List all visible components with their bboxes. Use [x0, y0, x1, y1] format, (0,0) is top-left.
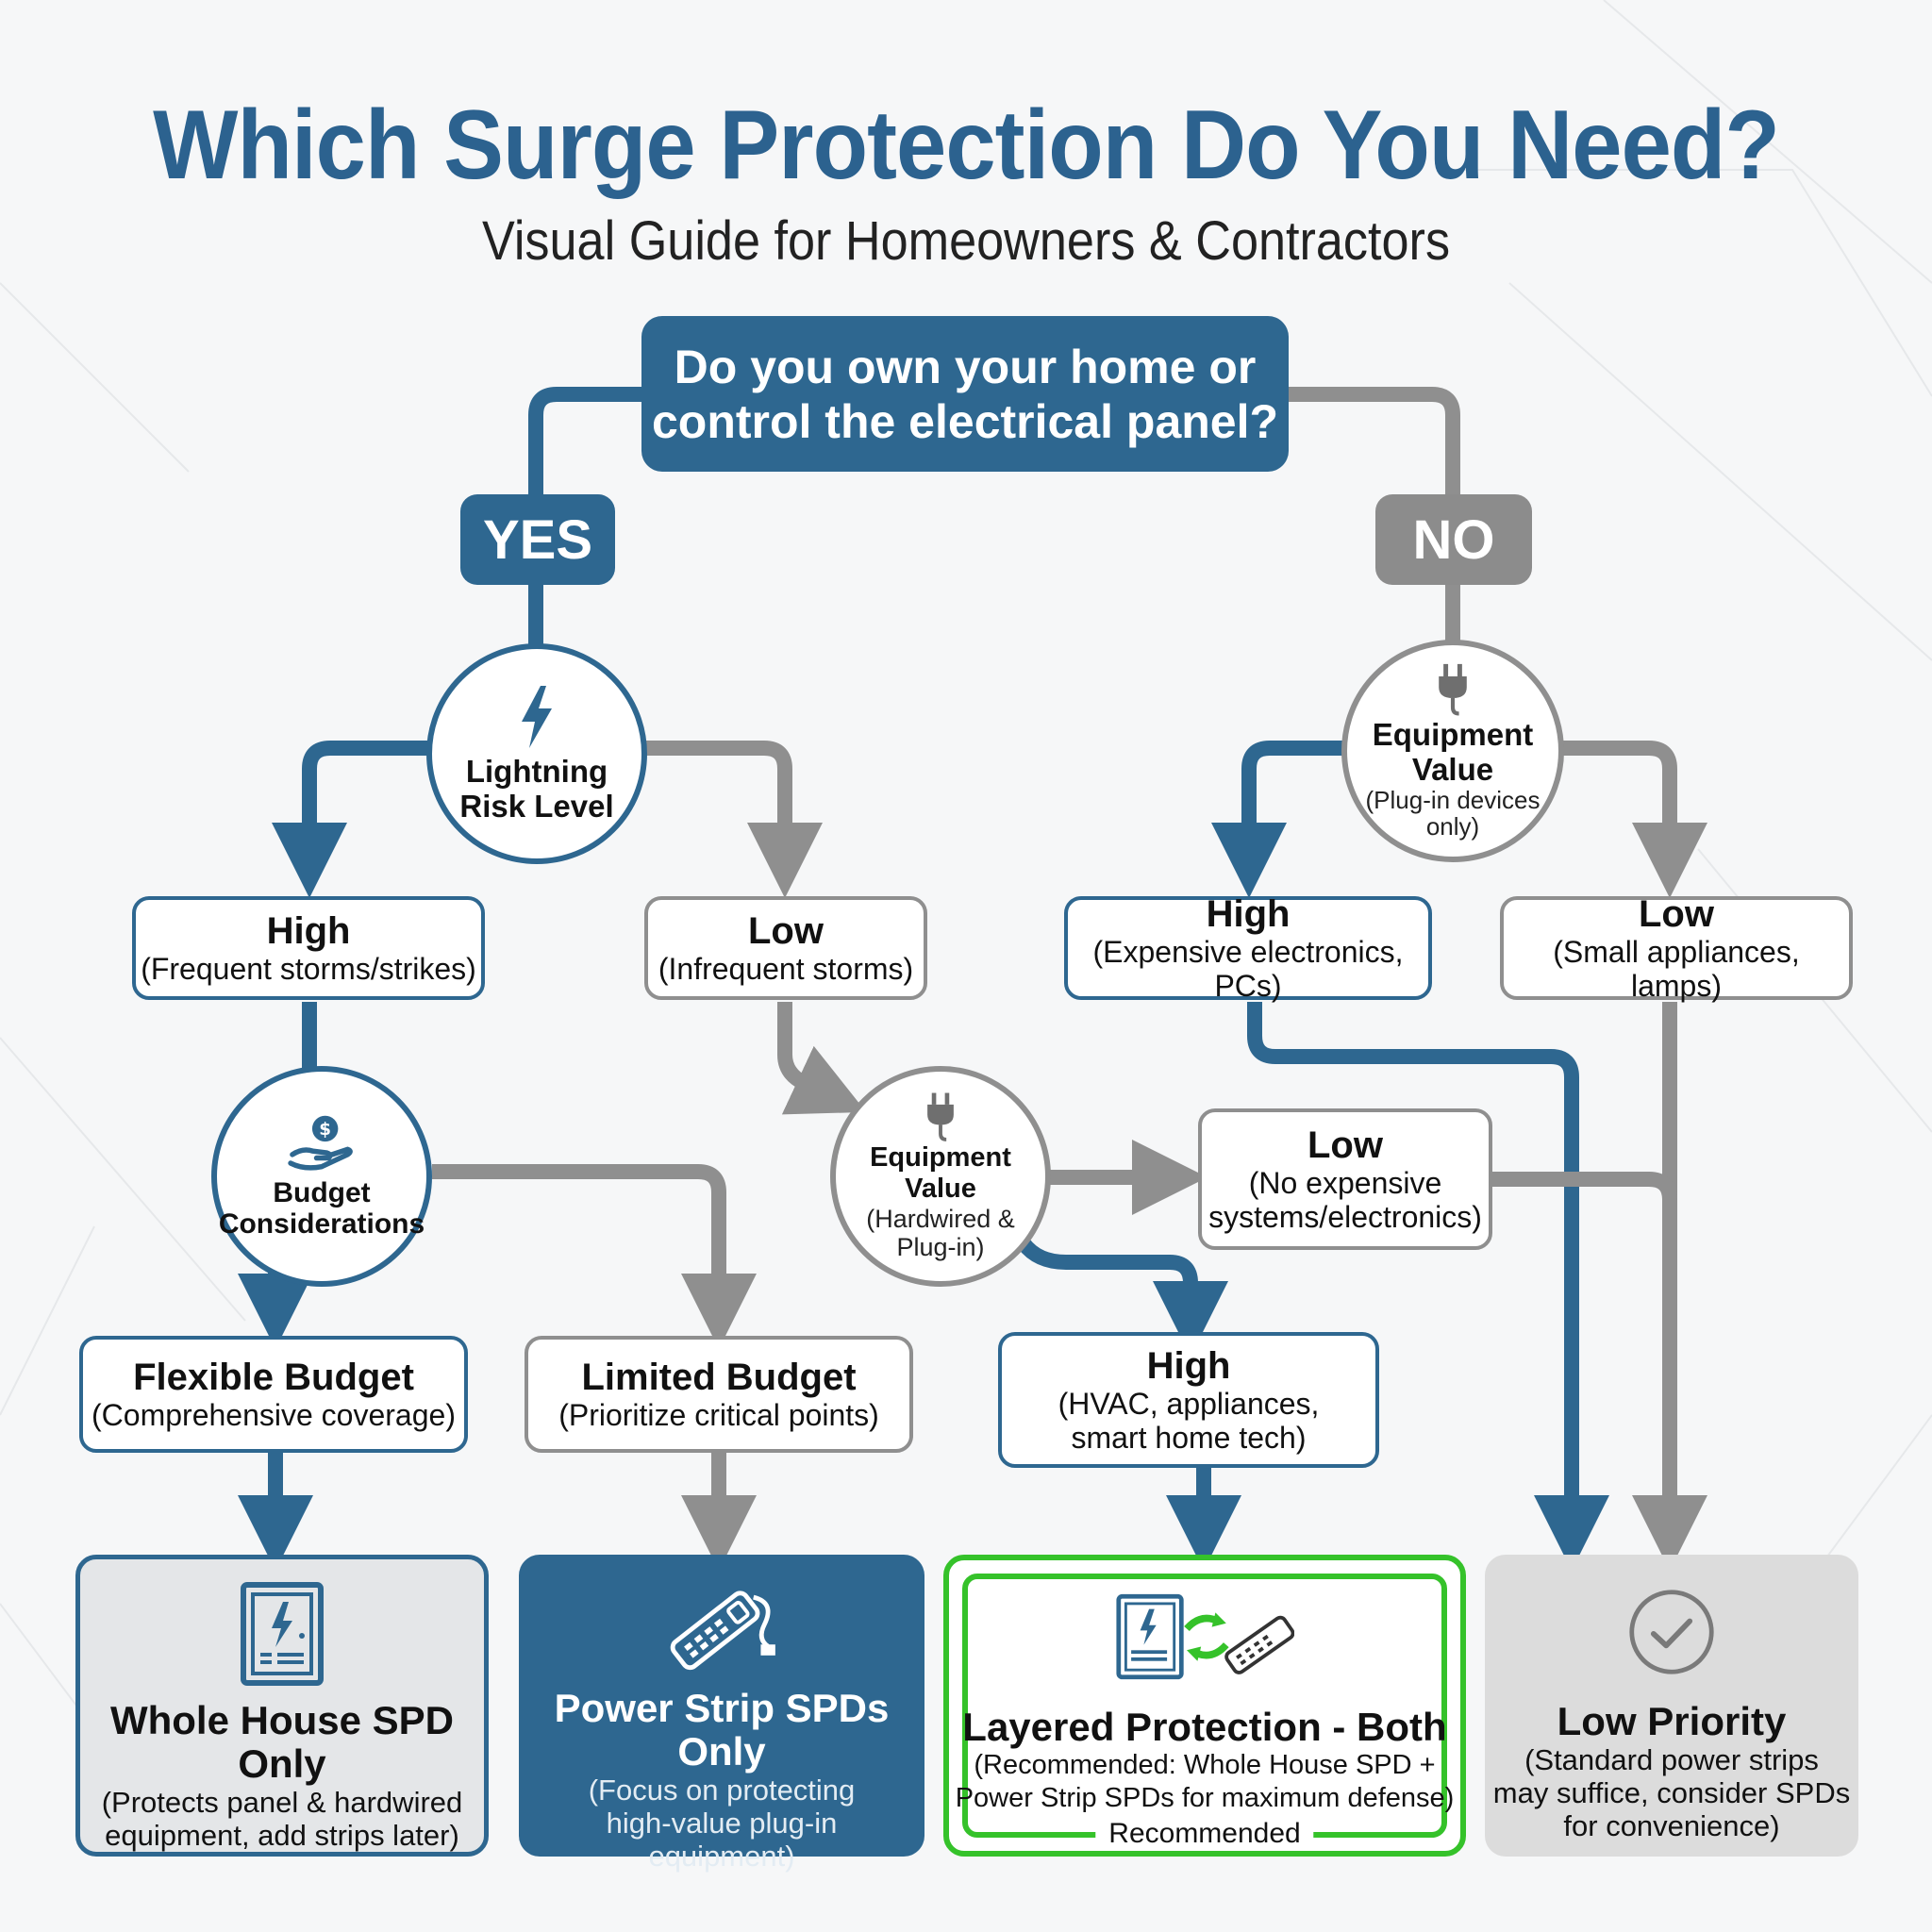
equipment-all-high-heading: High: [1146, 1345, 1231, 1387]
flexible-budget-heading: Flexible Budget: [133, 1357, 414, 1398]
no-label: NO: [1375, 494, 1532, 585]
lightning-bolt-icon: [522, 686, 552, 748]
connector-lightning-low: [646, 741, 823, 898]
lightning-high-node: High (Frequent storms/strikes): [132, 896, 485, 1000]
lightning-risk-node: Lightning Risk Level: [426, 643, 647, 864]
equipment-all-high-detail-1: (HVAC, appliances,: [1058, 1387, 1320, 1421]
plug-icon: [1439, 663, 1467, 716]
svg-text:$: $: [319, 1120, 331, 1140]
connector-pluginhigh-lowpriority: [1247, 1002, 1609, 1571]
connector-lightning-high: [272, 741, 429, 898]
connector-low-equipment: [777, 1002, 867, 1115]
connector-question-no: [1289, 387, 1460, 494]
equipment-plugin-node: Equipment Value (Plug-in devices only): [1341, 640, 1564, 862]
outcome-whole-house: Whole House SPD Only (Protects panel & h…: [75, 1555, 489, 1857]
equipment-plugin-title-2: Value: [1411, 752, 1494, 787]
outcome-power-strip: Power Strip SPDs Only (Focus on protecti…: [519, 1555, 924, 1873]
outcome-layered: Layered Protection - Both (Recommended: …: [943, 1555, 1466, 1857]
equipment-plugin-title-1: Equipment: [1372, 717, 1534, 752]
outcome-whole-house-line-1: (Protects panel & hardwired: [101, 1786, 463, 1819]
equipment-all-node: Equipment Value (Hardwired & Plug-in): [830, 1066, 1051, 1287]
equipment-plugin-sub-1: (Plug-in devices: [1365, 786, 1541, 814]
lightning-high-heading: High: [266, 910, 351, 952]
outcome-layered-line-2: Power Strip SPDs for maximum defense): [955, 1783, 1455, 1813]
equipment-all-high-node: High (HVAC, appliances, smart home tech): [998, 1332, 1379, 1468]
connector-plugin-high: [1211, 741, 1343, 898]
connector-plugin-low: [1562, 741, 1707, 898]
flexible-budget-node: Flexible Budget (Comprehensive coverage): [79, 1336, 468, 1453]
connector-alllow-lowpriority: [1492, 1172, 1677, 1201]
equipment-all-high-detail-2: smart home tech): [1071, 1421, 1307, 1455]
budget-title-2: Considerations: [218, 1208, 425, 1240]
check-circle-icon: [1629, 1590, 1714, 1674]
budget-title-1: Budget: [273, 1177, 371, 1208]
lightning-title-2: Risk Level: [459, 789, 614, 824]
outcome-low-priority: Low Priority (Standard power strips may …: [1485, 1555, 1858, 1857]
connector-question-yes: [528, 387, 641, 494]
outcome-layered-heading: Layered Protection - Both: [962, 1705, 1447, 1749]
lightning-high-detail: (Frequent storms/strikes): [141, 952, 476, 986]
equipment-plugin-sub-2: only): [1425, 812, 1480, 841]
outcome-low-priority-line-1: (Standard power strips: [1524, 1743, 1819, 1776]
lightning-low-heading: Low: [748, 910, 824, 952]
equipment-all-low-heading: Low: [1307, 1124, 1383, 1166]
outcome-power-strip-line-2: high-value plug-in: [606, 1807, 838, 1840]
plugin-low-detail: (Small appliances, lamps): [1553, 935, 1800, 1003]
limited-budget-heading: Limited Budget: [581, 1357, 857, 1398]
yes-label: YES: [460, 494, 615, 585]
outcome-low-priority-heading: Low Priority: [1557, 1699, 1787, 1743]
equipment-all-low-detail-1: (No expensive: [1248, 1166, 1442, 1200]
plugin-low-node: Low (Small appliances, lamps): [1500, 893, 1853, 1003]
page-title: Which Surge Protection Do You Need?: [153, 91, 1780, 200]
outcome-low-priority-line-3: for convenience): [1563, 1809, 1780, 1842]
connector-budget-limited: [432, 1164, 757, 1349]
lightning-title-1: Lightning: [465, 754, 608, 789]
money-hand-icon: $: [288, 1115, 353, 1171]
equipment-all-sub-1: (Hardwired &: [866, 1205, 1015, 1233]
equipment-all-low-node: Low (No expensive systems/electronics): [1198, 1108, 1492, 1250]
plugin-high-node: High (Expensive electronics, PCs): [1064, 893, 1432, 1003]
lightning-low-detail: (Infrequent storms): [658, 952, 914, 986]
power-strip-icon: [670, 1591, 775, 1671]
panel-lightning-icon: [241, 1582, 324, 1686]
equipment-all-low-detail-2: systems/electronics): [1208, 1200, 1482, 1234]
question-line-2: control the electrical panel?: [651, 394, 1279, 448]
question-line-1: Do you own your home or: [674, 340, 1257, 393]
plugin-high-detail: (Expensive electronics, PCs): [1092, 935, 1404, 1003]
panel-swap-strip-icon: [1116, 1593, 1294, 1680]
flexible-budget-detail: (Comprehensive coverage): [92, 1398, 456, 1432]
lightning-low-node: Low (Infrequent storms): [644, 896, 927, 1000]
outcome-whole-house-line-2: equipment, add strips later): [105, 1819, 459, 1852]
budget-node: $ Budget Considerations: [211, 1066, 432, 1287]
outcome-layered-line-1: (Recommended: Whole House SPD +: [974, 1750, 1436, 1780]
outcome-low-priority-line-2: may suffice, consider SPDs: [1492, 1776, 1851, 1809]
recommended-badge: Recommended: [1095, 1818, 1314, 1850]
page-subtitle: Visual Guide for Homeowners & Contractor…: [481, 210, 1451, 272]
plugin-low-heading: Low: [1639, 893, 1714, 935]
plugin-high-heading: High: [1206, 893, 1291, 935]
equipment-all-title: Equipment Value: [870, 1142, 1011, 1204]
plug-icon-2: [927, 1092, 954, 1141]
outcome-power-strip-line-3: equipment): [648, 1840, 795, 1873]
outcome-whole-house-heading: Whole House SPD Only: [109, 1698, 455, 1786]
connector-equipment-high: [1017, 1238, 1228, 1357]
outcome-power-strip-heading: Power Strip SPDs Only: [554, 1686, 890, 1774]
outcome-power-strip-line-1: (Focus on protecting: [588, 1774, 856, 1807]
question-node: Do you own your home or control the elec…: [641, 316, 1289, 472]
equipment-all-sub-2: Plug-in): [896, 1233, 985, 1261]
limited-budget-detail: (Prioritize critical points): [558, 1398, 879, 1432]
limited-budget-node: Limited Budget (Prioritize critical poin…: [525, 1336, 913, 1453]
